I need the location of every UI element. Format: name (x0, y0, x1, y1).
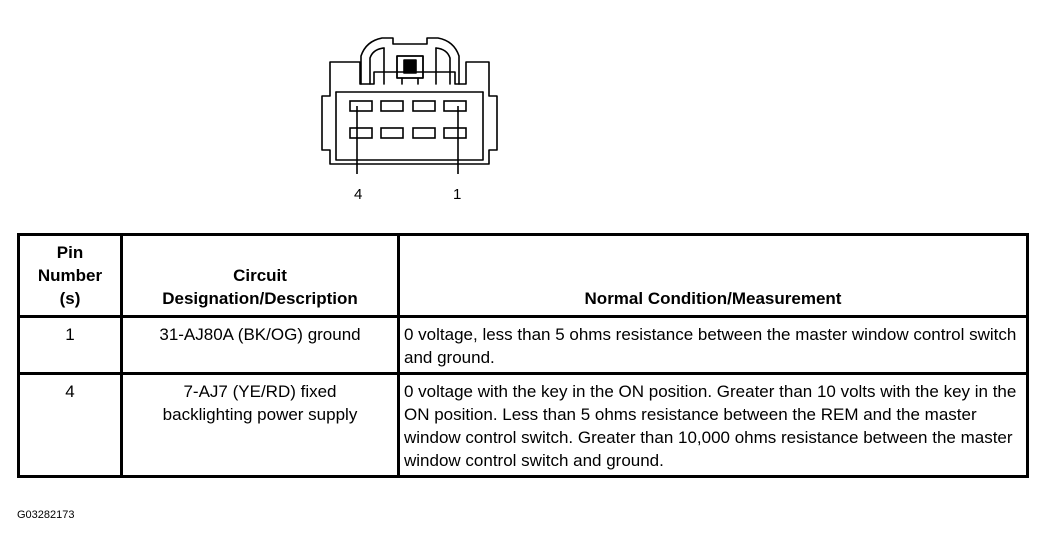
cell-circuit: 7-AJ7 (YE/RD) fixed backlighting power s… (120, 372, 400, 478)
pin-label-1: 1 (453, 186, 462, 203)
table-row: 4 7-AJ7 (YE/RD) fixed backlighting power… (17, 372, 1029, 478)
cell-measurement: 0 voltage with the key in the ON positio… (397, 372, 1029, 478)
header-measurement: Normal Condition/Measurement (397, 233, 1029, 318)
figure-code: G03282173 (17, 509, 75, 521)
cell-pin: 4 (17, 372, 123, 478)
header-circuit-line-1: Circuit (233, 266, 287, 285)
header-circuit: Circuit Designation/Description (120, 233, 400, 318)
header-pin-line-1: Pin (56, 243, 84, 262)
header-pin-number: Pin Number (s) (17, 233, 123, 318)
pin-label-4: 4 (354, 186, 363, 203)
cell-circuit: 31-AJ80A (BK/OG) ground (120, 315, 400, 375)
table-row: 1 31-AJ80A (BK/OG) ground 0 voltage, les… (17, 315, 1029, 375)
cell-pin: 1 (17, 315, 123, 375)
header-pin-line-2: Number (37, 266, 103, 285)
table-header-row: Pin Number (s) Circuit Designation/Descr… (17, 233, 1029, 318)
header-pin-line-3: (s) (59, 289, 81, 308)
header-circuit-line-2: Designation/Description (162, 289, 358, 308)
connector-diagram (321, 37, 498, 174)
connector-body-outline (321, 61, 498, 165)
terminal-cavities (349, 100, 467, 139)
cell-measurement: 0 voltage, less than 5 ohms resistance b… (397, 315, 1029, 375)
pin-table: Pin Number (s) Circuit Designation/Descr… (17, 233, 1029, 478)
latch-outline (360, 37, 460, 85)
